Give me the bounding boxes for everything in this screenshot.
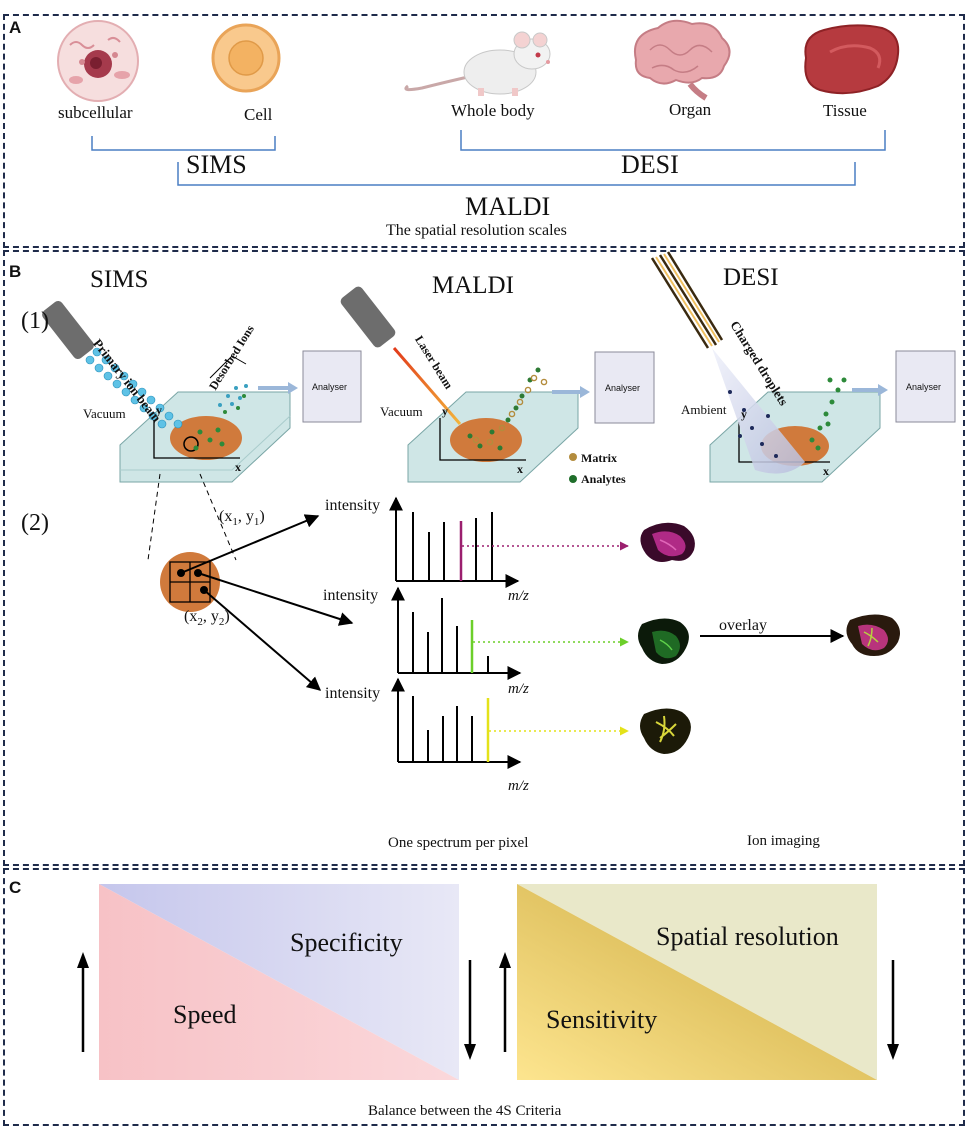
mz-2: m/z [508, 681, 529, 697]
ion-image-magenta [640, 522, 695, 562]
label-sensitivity: Sensitivity [546, 1005, 658, 1034]
desi-env: Ambient [681, 402, 727, 417]
spectrum-1 [389, 496, 520, 588]
label-sims-b: SIMS [90, 266, 149, 293]
brain-icon [634, 19, 731, 101]
pixel-zoom [147, 473, 354, 691]
label-specificity: Specificity [290, 928, 403, 957]
maldi-analyser: Analyser [605, 383, 641, 393]
panel-a-label: A [9, 18, 22, 37]
axis-x-maldi: x [517, 462, 523, 476]
label-subcellular: subcellular [58, 103, 133, 122]
mz-1: m/z [508, 588, 529, 604]
label-sims-a: SIMS [186, 150, 247, 179]
tissue-icon [804, 24, 900, 95]
spatial-sensitivity-box [517, 884, 877, 1080]
sims-setup [42, 300, 362, 483]
panel-c [3, 868, 965, 1126]
label-step2: (2) [21, 510, 49, 536]
spectrum-2 [391, 586, 522, 680]
ion-image-yellow [640, 708, 691, 754]
panel-b-label: B [9, 262, 22, 281]
maldi-legend-analytes: Analytes [581, 472, 626, 486]
maldi-bracket [177, 162, 856, 186]
panel-c-label: C [9, 878, 22, 897]
maldi-env: Vacuum [380, 404, 423, 419]
axis-y-desi: y [741, 407, 747, 421]
cell-icon [211, 23, 281, 93]
sims-bracket [91, 136, 276, 151]
label-spatial-resolution: Spatial resolution [656, 922, 839, 951]
label-maldi-a: MALDI [465, 192, 551, 221]
specificity-speed-box [99, 884, 459, 1080]
caption-a: The spatial resolution scales [386, 222, 567, 239]
spectrum-3 [391, 677, 522, 769]
intensity-2: intensity [323, 587, 379, 604]
overlay-label: overlay [719, 617, 767, 634]
maldi-legend-matrix: Matrix [581, 451, 617, 465]
label-step1: (1) [21, 308, 49, 334]
caption-spectrum: One spectrum per pixel [388, 835, 529, 851]
mz-3: m/z [508, 778, 529, 794]
axis-y-sims: y [156, 403, 162, 417]
panel-b-graphics [42, 251, 956, 769]
sims-env: Vacuum [83, 406, 126, 421]
label-maldi-b: MALDI [432, 272, 514, 299]
mouse-icon [404, 31, 551, 96]
label-speed: Speed [173, 1000, 237, 1029]
ion-image-overlay [846, 614, 900, 656]
axis-x-sims: x [235, 460, 241, 474]
coord-1: (x1, y1) [219, 508, 265, 529]
caption-c: Balance between the 4S Criteria [368, 1103, 562, 1119]
label-whole-body: Whole body [451, 101, 535, 120]
panel-b [3, 250, 965, 866]
desi-bracket [460, 130, 886, 151]
intensity-3: intensity [325, 685, 381, 702]
label-desi-b: DESI [723, 264, 779, 291]
axis-y-maldi: y [442, 404, 448, 418]
caption-imaging: Ion imaging [747, 833, 820, 849]
label-desi-a: DESI [621, 150, 679, 179]
axis-x-desi: x [823, 464, 829, 478]
ion-image-green [638, 618, 689, 664]
subcellular-icon [57, 20, 139, 102]
intensity-1: intensity [325, 497, 381, 514]
desi-setup [650, 251, 956, 483]
label-cell: Cell [244, 105, 273, 124]
sims-analyser: Analyser [312, 382, 348, 392]
label-tissue: Tissue [823, 101, 867, 120]
panel-a [3, 14, 965, 248]
label-organ: Organ [669, 100, 712, 119]
panel-a-graphics [57, 19, 900, 186]
coord-2: (x2, y2) [184, 608, 230, 629]
desi-analyser: Analyser [906, 382, 942, 392]
maldi-setup [340, 286, 655, 483]
